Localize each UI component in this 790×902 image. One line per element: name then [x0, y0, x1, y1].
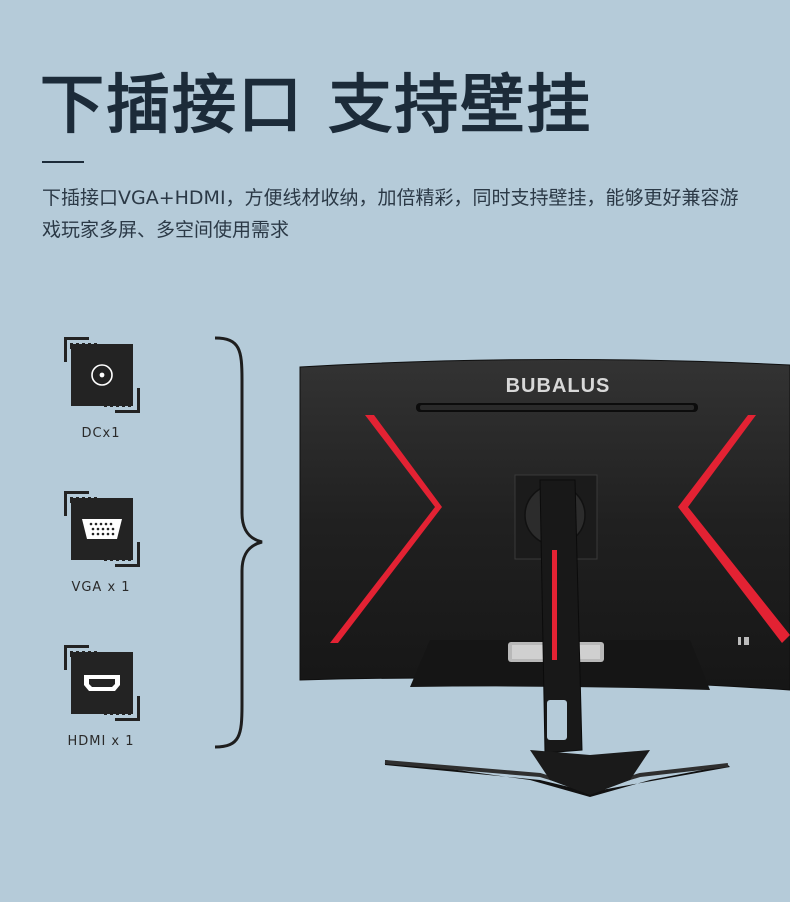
- hdmi-port-icon: [84, 675, 120, 691]
- vga-port-label: VGA x 1: [71, 580, 131, 595]
- page-title: 下插接口 支持壁挂: [40, 69, 593, 143]
- page-description: 下插接口VGA+HDMI，方便线材收纳，加倍精彩，同时支持壁挂，能够更好兼容游戏…: [42, 187, 739, 241]
- dc-port-tile: [64, 337, 140, 413]
- monitor-rear-view: BUBALUS: [299, 358, 790, 797]
- dc-power-icon: [91, 364, 113, 386]
- hdmi-port-label: HDMI x 1: [67, 734, 135, 749]
- vga-port-tile: [64, 491, 140, 567]
- title-underline: [42, 161, 84, 163]
- hdmi-port-tile: [64, 645, 140, 721]
- brand-logo: BUBALUS: [506, 375, 611, 397]
- curly-brace: [214, 336, 263, 749]
- vga-port-icon: [82, 519, 122, 539]
- dc-port-label: DCx1: [81, 426, 121, 441]
